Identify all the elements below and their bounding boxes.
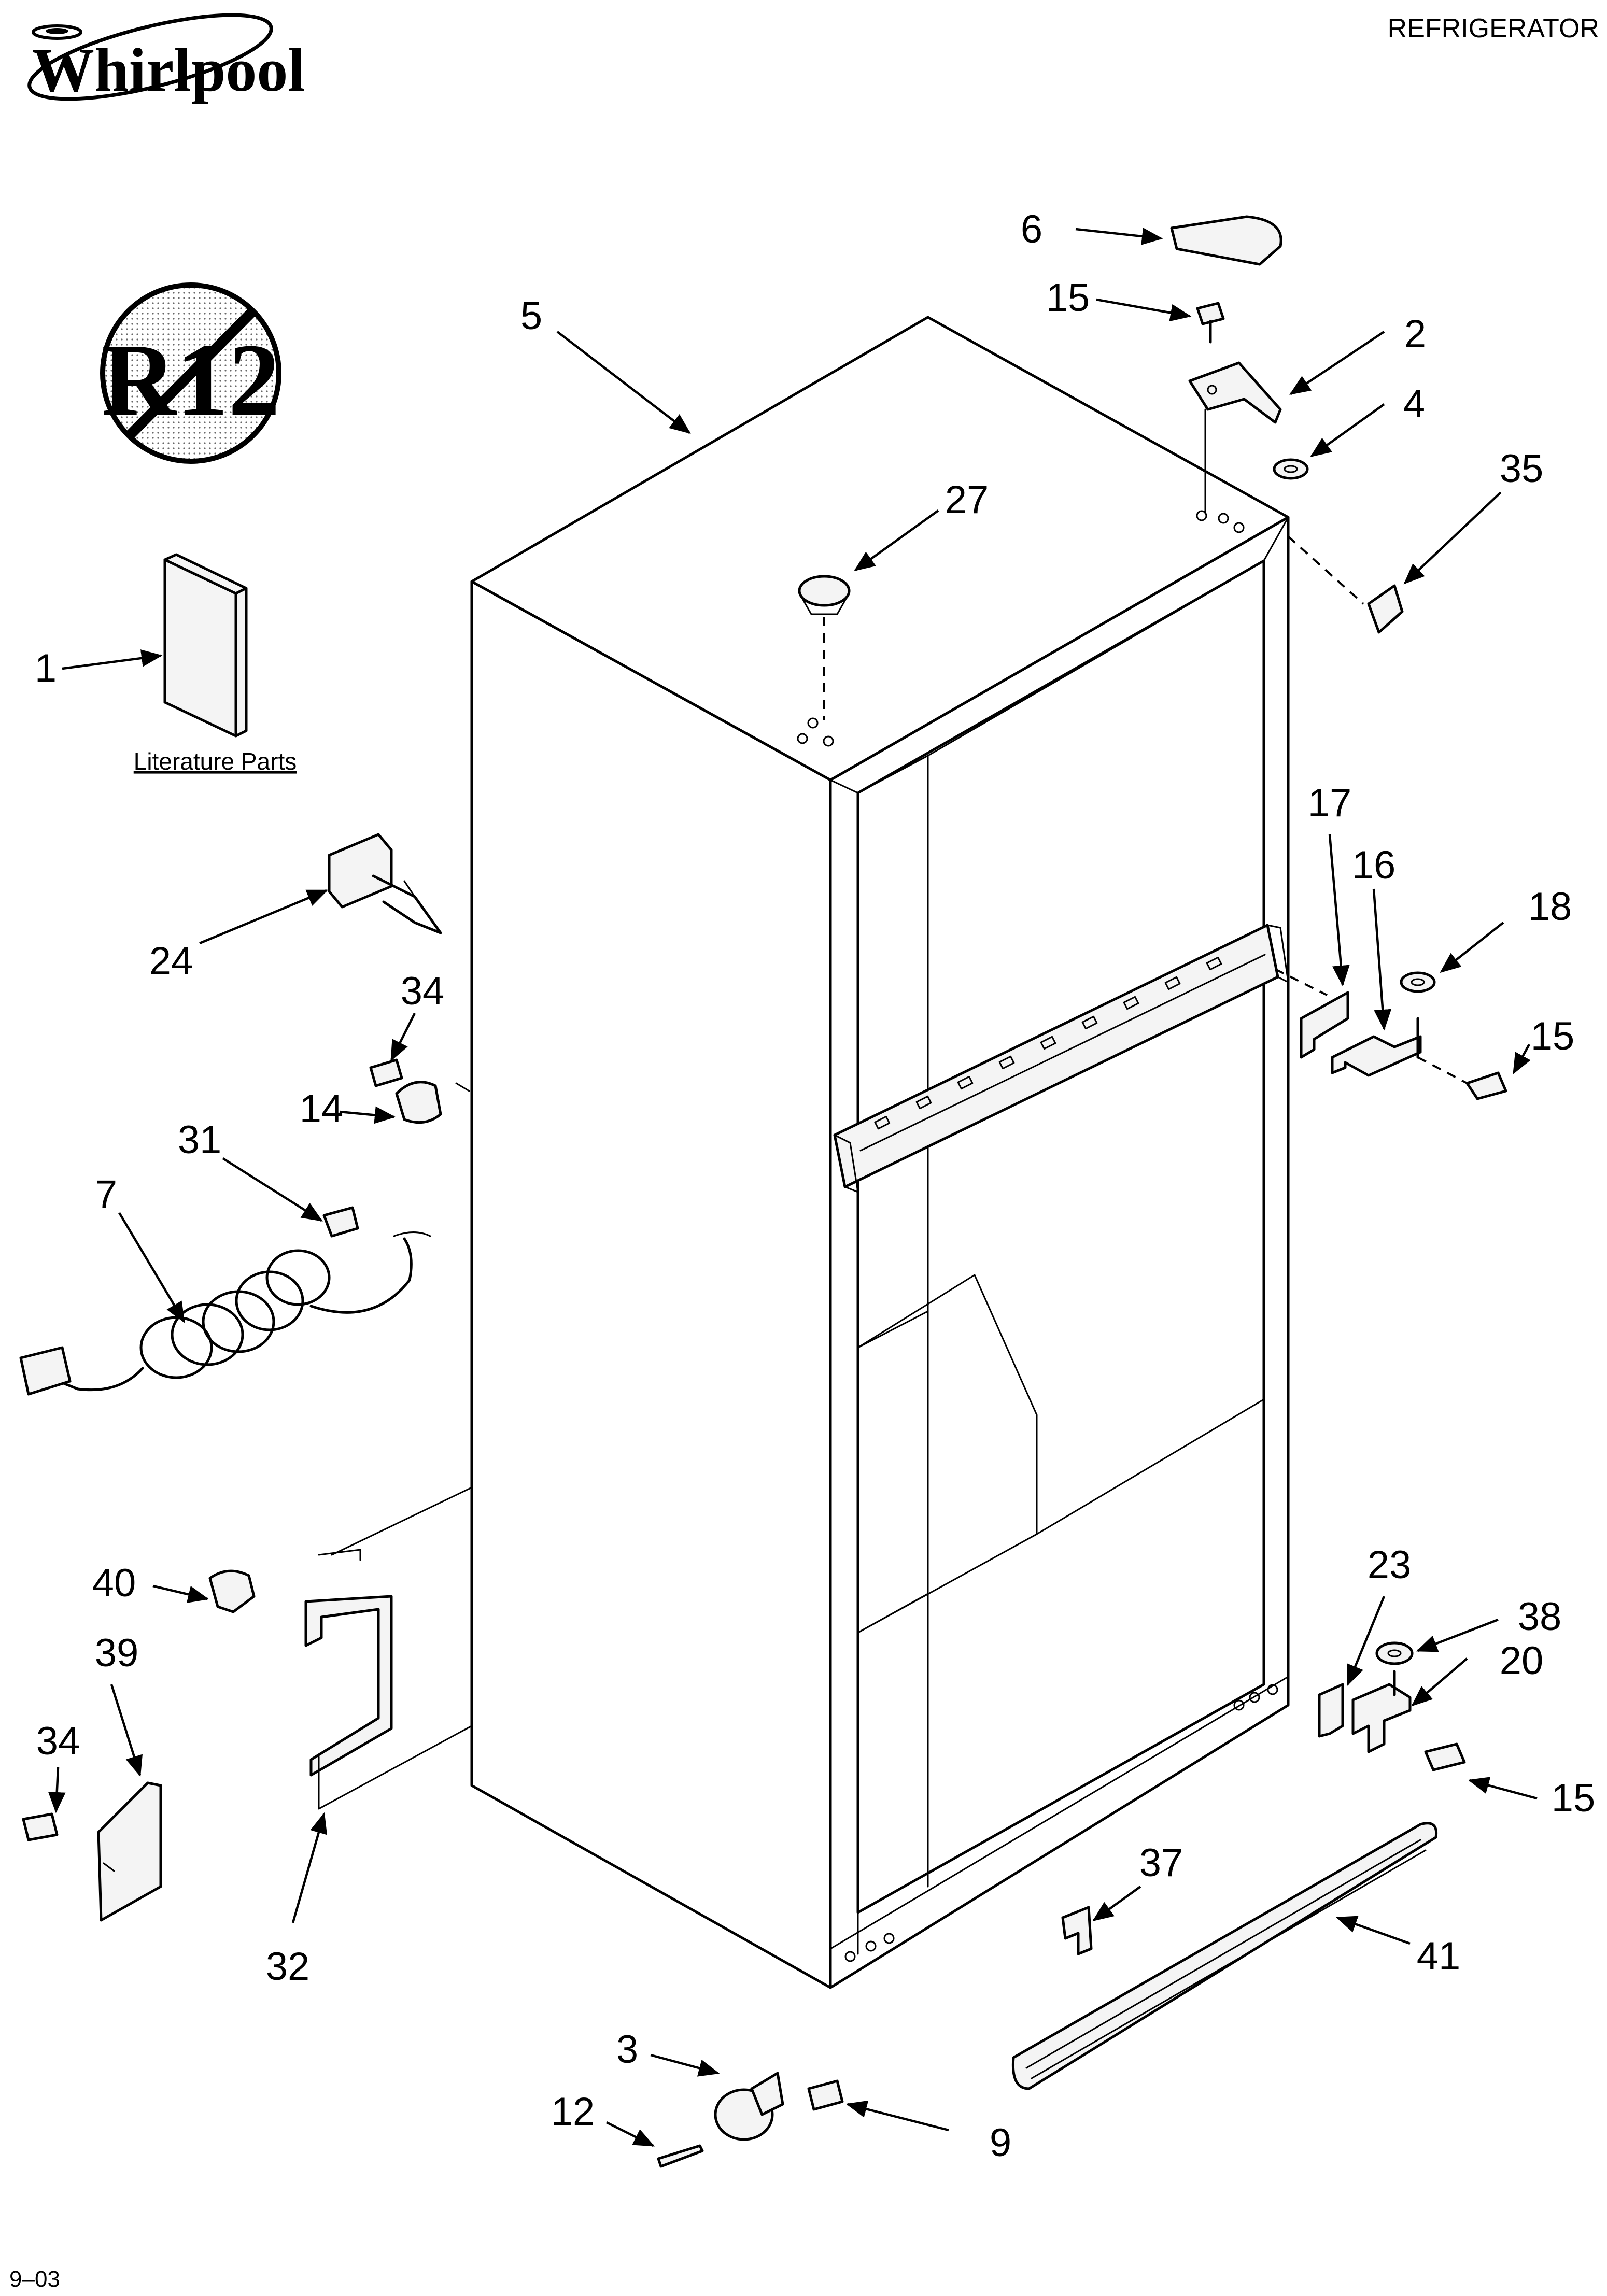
hinge-washer-part <box>1400 971 1436 993</box>
leader-lines <box>48 228 1538 2147</box>
brand-name: Whirlpool <box>32 35 305 104</box>
revision-code: 9–03 <box>9 2266 60 2292</box>
callout-38: 38 <box>1518 1595 1562 1639</box>
callout-15-low: 15 <box>1552 1776 1596 1820</box>
callout-34-upper: 34 <box>401 969 445 1013</box>
toe-grille-part <box>1011 1822 1438 2090</box>
callout-31: 31 <box>178 1118 222 1162</box>
cord-clamp-part <box>395 1081 442 1124</box>
prohibition-slash <box>125 307 257 440</box>
center-hinge-part <box>1331 1017 1422 1077</box>
lower-hinge-screw-part <box>1424 1742 1466 1771</box>
callout-9: 9 <box>990 2121 1011 2165</box>
callout-16: 16 <box>1352 843 1396 887</box>
callout-41: 41 <box>1417 1934 1461 1978</box>
power-cord-part <box>19 1237 413 1396</box>
callout-3: 3 <box>616 2028 638 2072</box>
hinge-bracket-part <box>1300 991 1349 1059</box>
hinge-cover-part <box>1170 215 1282 266</box>
callout-37: 37 <box>1139 1841 1183 1885</box>
cover-panel-part <box>97 1781 162 1922</box>
callout-labels: 5 6 15 2 4 35 27 1 17 16 18 15 24 34 14 … <box>35 207 1595 2165</box>
washer-part <box>1273 458 1309 480</box>
callout-1: 1 <box>35 646 57 690</box>
callout-23: 23 <box>1368 1543 1412 1587</box>
top-plug-part <box>798 575 851 615</box>
callout-14: 14 <box>300 1087 344 1131</box>
access-panel-part <box>304 1486 473 1810</box>
callout-7: 7 <box>95 1172 117 1216</box>
lower-hinge-washer-part <box>1375 1641 1414 1665</box>
callout-24: 24 <box>149 939 193 983</box>
literature-label: Literature Parts <box>134 748 297 775</box>
callout-15-top: 15 <box>1046 276 1090 320</box>
hinge-screw-part <box>1465 1071 1507 1100</box>
hinge-plug-part <box>1367 584 1404 634</box>
callout-27: 27 <box>945 478 989 522</box>
callout-40: 40 <box>92 1561 136 1605</box>
top-screw-part <box>1196 302 1225 344</box>
callout-17: 17 <box>1308 781 1352 825</box>
ground-screw-part <box>322 1206 431 1238</box>
callout-32: 32 <box>266 1945 310 1989</box>
no-r12-badge: R12 <box>100 282 281 464</box>
callout-2: 2 <box>1404 312 1426 356</box>
divider-rail <box>833 924 1289 1193</box>
lower-hinge-part <box>1351 1670 1412 1753</box>
callout-12: 12 <box>551 2090 595 2134</box>
roller-screw-part <box>807 2079 844 2111</box>
callout-15-mid: 15 <box>1531 1014 1575 1058</box>
top-hinge-part <box>1188 361 1282 424</box>
callout-20: 20 <box>1500 1639 1544 1683</box>
literature-booklet <box>163 553 248 738</box>
power-cord-bracket-part <box>328 833 442 934</box>
cover-screw-part <box>22 1812 59 1841</box>
lower-hinge-bracket-part <box>1318 1683 1344 1738</box>
callout-4: 4 <box>1403 382 1425 426</box>
roller-assembly-part <box>714 2072 784 2141</box>
page-category: REFRIGERATOR <box>1388 13 1599 44</box>
clamp-screw-part <box>369 1058 403 1087</box>
whirlpool-logo: Whirlpool <box>27 13 305 104</box>
refrigerator-cabinet <box>470 316 1290 1989</box>
callout-6: 6 <box>1021 207 1042 251</box>
callout-18: 18 <box>1528 885 1572 929</box>
roller-pin-part <box>657 2144 704 2168</box>
callout-5: 5 <box>520 294 542 338</box>
callout-35: 35 <box>1500 447 1544 491</box>
hinge-cover-bracket-part <box>208 1569 256 1613</box>
callout-34-lower: 34 <box>36 1719 80 1763</box>
callout-39: 39 <box>95 1631 139 1675</box>
grille-clip-part <box>1061 1906 1093 1955</box>
